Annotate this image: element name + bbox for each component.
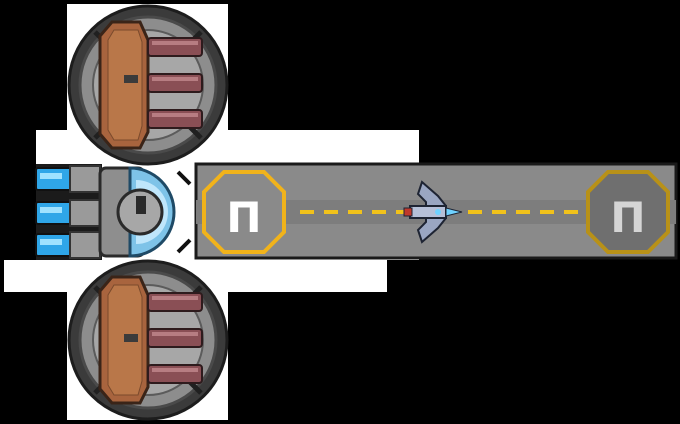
landing-pad-left-glyph: Π (226, 193, 261, 242)
ship-cockpit (445, 207, 463, 217)
engine-thrusters (35, 165, 101, 259)
runway-centerline (300, 210, 578, 214)
landing-pad-right: Π (586, 170, 670, 254)
landing-pad-left: Π (202, 170, 286, 254)
fighter-ship (403, 180, 463, 244)
turret-barrels (147, 37, 203, 129)
landing-pad-right-glyph: Π (610, 193, 645, 242)
